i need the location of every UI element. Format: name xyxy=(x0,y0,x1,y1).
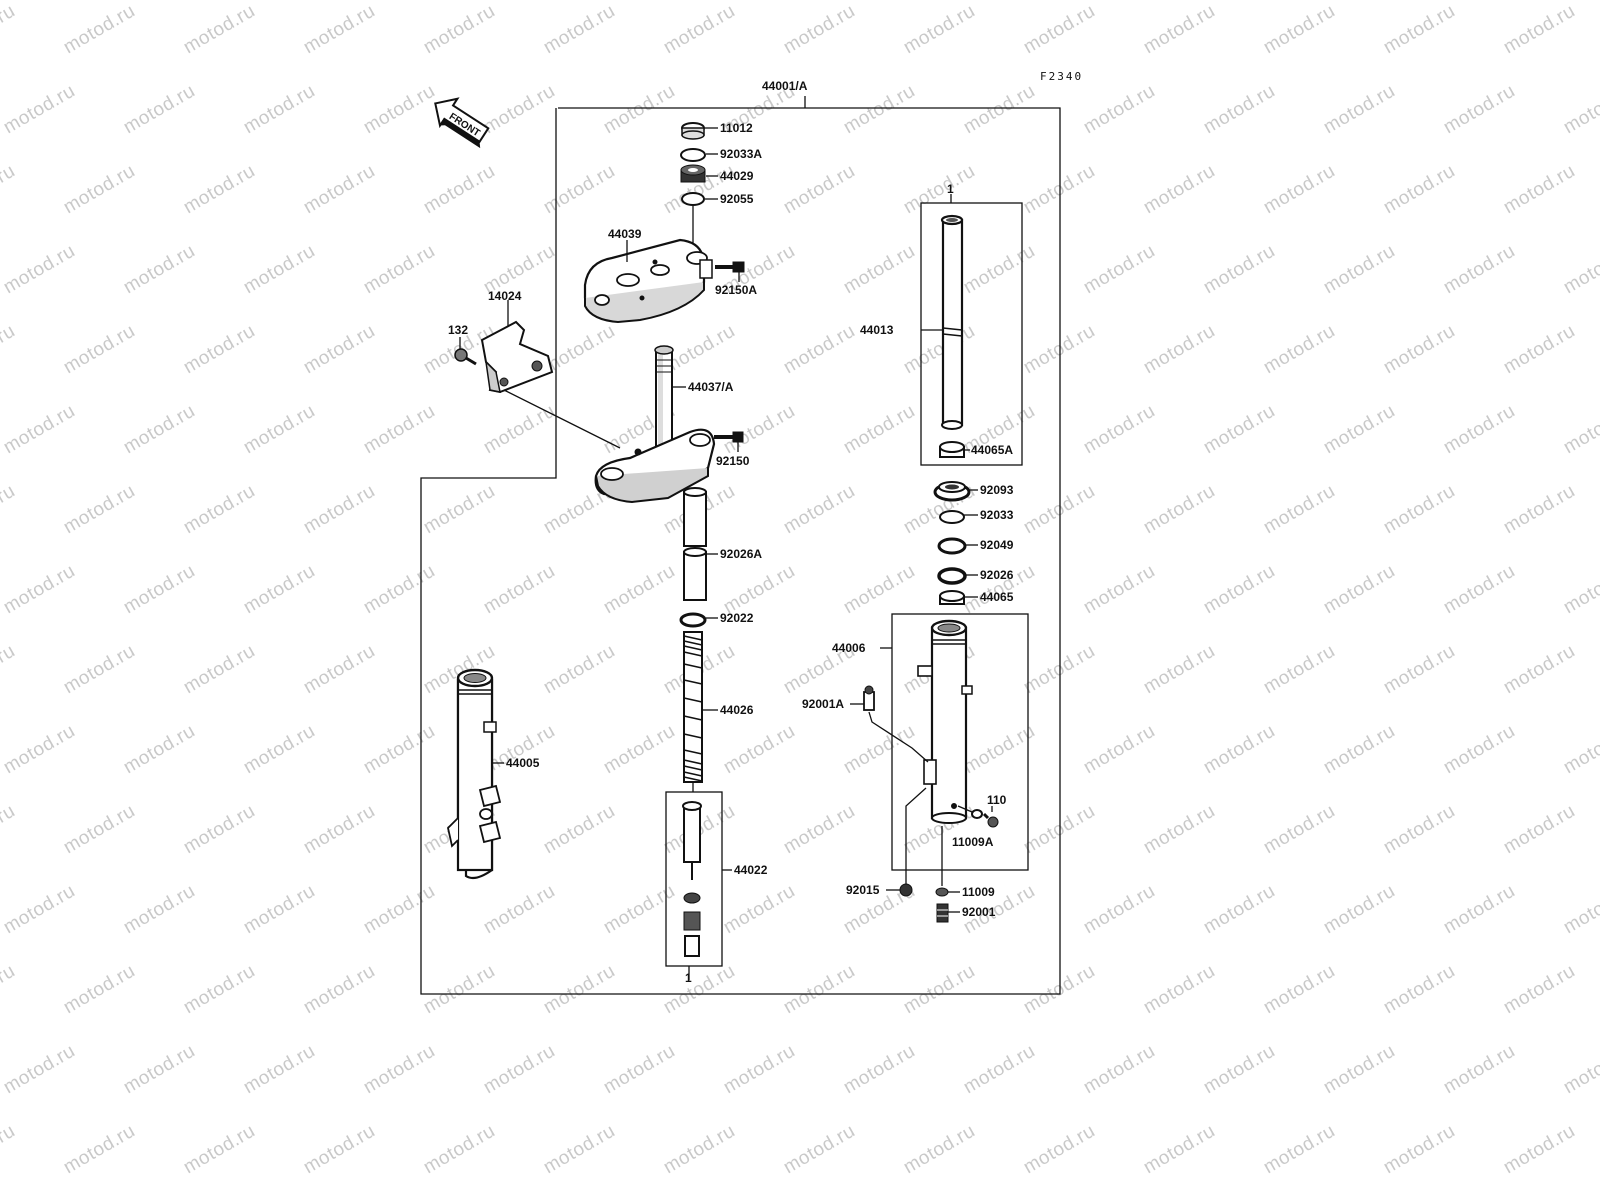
label-44065a: 44065A xyxy=(971,443,1013,457)
part-44022-damper-rod xyxy=(682,801,702,957)
part-92022-washer xyxy=(679,612,707,628)
part-44039-upper-bracket xyxy=(583,238,713,324)
label-44006: 44006 xyxy=(832,641,866,655)
label-92001a: 92001A xyxy=(802,697,844,711)
label-11009a: 11009A xyxy=(952,835,994,849)
part-11009-washer xyxy=(935,887,949,897)
part-44065a-bushing xyxy=(939,441,965,458)
ref-mark-bottom: 1 xyxy=(685,971,692,985)
label-92049: 92049 xyxy=(980,538,1014,552)
label-44026: 44026 xyxy=(720,703,754,717)
label-44029: 44029 xyxy=(720,169,754,183)
part-132-bolt xyxy=(454,348,477,366)
part-92033a-ring xyxy=(680,148,706,162)
ref-mark-top: 1 xyxy=(947,182,954,196)
part-44005-outer-tube-left xyxy=(447,668,502,880)
part-collar-upper xyxy=(683,487,707,547)
part-92033-ring xyxy=(939,510,965,524)
label-92033a: 92033A xyxy=(720,147,762,161)
label-44039: 44039 xyxy=(608,227,642,241)
part-110-bolt xyxy=(982,812,999,828)
part-92150a-bolt xyxy=(715,261,745,273)
part-92049-ring xyxy=(937,537,967,555)
part-92093-oil-seal xyxy=(933,481,971,502)
label-92015: 92015 xyxy=(846,883,880,897)
label-110: 110 xyxy=(987,793,1007,807)
front-arrow-icon: FRONT xyxy=(434,97,490,149)
part-44065-bushing xyxy=(939,590,965,605)
label-92150: 92150 xyxy=(716,454,750,468)
label-44005: 44005 xyxy=(506,756,540,770)
part-11012-cap xyxy=(681,122,705,140)
part-92055-ring xyxy=(681,192,705,206)
part-44026-spring xyxy=(683,631,703,783)
part-11009a-washer xyxy=(971,809,983,819)
label-11012: 11012 xyxy=(720,121,753,135)
part-44006-outer-tube-right xyxy=(917,619,973,824)
label-92055: 92055 xyxy=(720,192,754,206)
part-44037a-steering-stem xyxy=(594,345,716,504)
label-44065: 44065 xyxy=(980,590,1014,604)
part-92150-bolt xyxy=(714,431,744,443)
label-92033: 92033 xyxy=(980,508,1014,522)
label-44013: 44013 xyxy=(860,323,894,337)
label-132: 132 xyxy=(448,323,468,337)
label-92001: 92001 xyxy=(962,905,996,919)
figure-code: F2340 xyxy=(1040,70,1083,83)
label-44037a: 44037/A xyxy=(688,380,734,394)
label-44022: 44022 xyxy=(734,863,768,877)
label-92022: 92022 xyxy=(720,611,754,625)
assembly-label: 44001/A xyxy=(762,79,808,93)
group-box-44006 xyxy=(891,613,1029,871)
part-92001a-bolt xyxy=(863,685,875,711)
label-92026a: 92026A xyxy=(720,547,762,561)
label-92093: 92093 xyxy=(980,483,1014,497)
part-92026-ring xyxy=(937,567,967,585)
part-14024-cover xyxy=(480,320,554,394)
part-44013-inner-tube xyxy=(940,214,964,430)
group-box-44013 xyxy=(920,202,1023,466)
assembly-outline xyxy=(420,107,1061,995)
part-92001-bolt xyxy=(936,903,949,923)
part-44029-nut xyxy=(680,164,706,183)
part-92026a-spacer xyxy=(683,547,707,601)
label-92026: 92026 xyxy=(980,568,1014,582)
label-14024: 14024 xyxy=(488,289,522,303)
label-92150a: 92150A xyxy=(715,283,757,297)
part-92015-nut xyxy=(899,883,913,897)
group-box-44022 xyxy=(665,791,723,967)
label-11009: 11009 xyxy=(962,885,995,899)
